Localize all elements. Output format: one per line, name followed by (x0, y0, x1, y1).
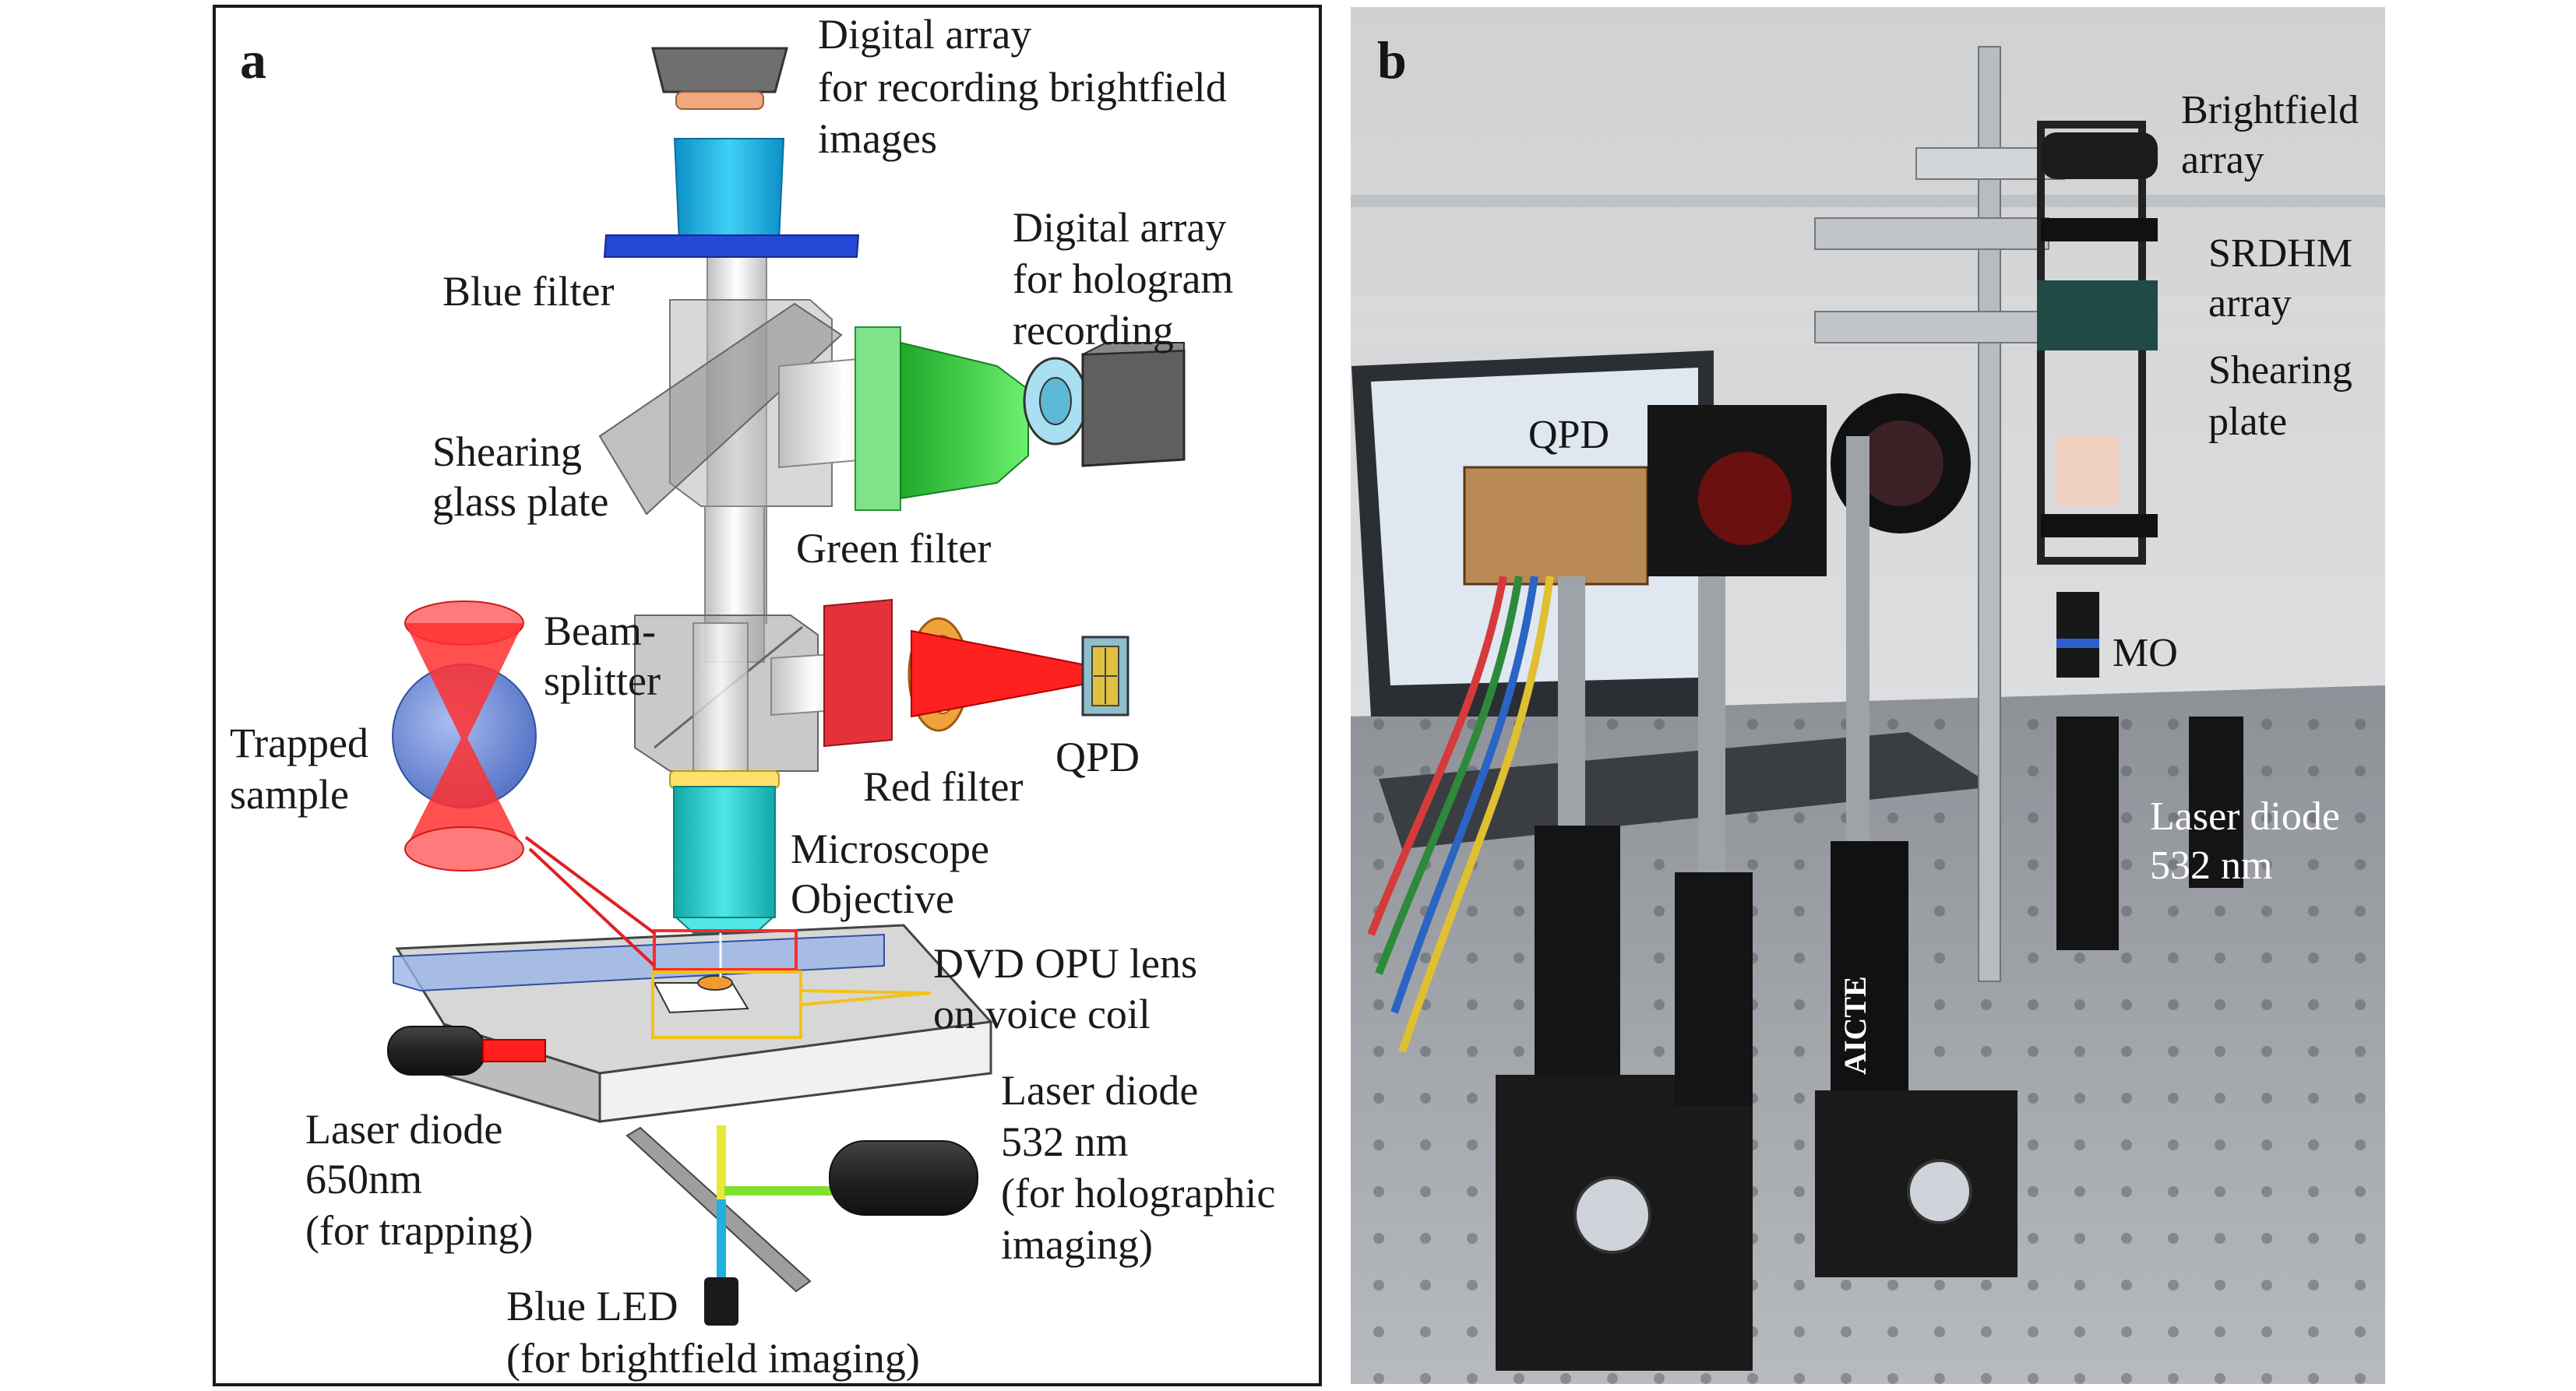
blue-filter-icon (603, 234, 860, 258)
label-b-mo: MO (2113, 631, 2178, 675)
label-dvd-lens: DVD OPU lens on voice coil (933, 940, 1208, 1037)
blue-led-icon (704, 1277, 738, 1326)
label-hologram-array: Digital array for hologram recording (1013, 204, 1244, 354)
label-objective: Microscope Objective (791, 826, 999, 922)
label-b-laser-diode: Laser diode 532 nm (2150, 794, 2350, 888)
tube-lens-icon (673, 138, 785, 242)
label-brightfield-array: Digital array for recording brightfield … (818, 11, 1237, 162)
label-qpd: QPD (1055, 734, 1140, 780)
hologram-camera-icon (1023, 342, 1186, 467)
beam-lower (692, 622, 749, 780)
qpd-board (1463, 466, 1649, 586)
panel-a: a (213, 5, 1322, 1386)
mo-objective (2056, 592, 2099, 678)
label-b-brightfield-array: Brightfield array (2181, 88, 2369, 182)
red-filter-icon (823, 598, 893, 748)
brightfield-camera-icon (651, 47, 788, 110)
laser-532-icon (829, 1140, 978, 1216)
label-laser-532: Laser diode 532 nm (for holographic imag… (1001, 1067, 1286, 1268)
label-red-filter: Red filter (863, 763, 1023, 810)
panel-a-letter: a (240, 30, 266, 90)
label-laser-650: Laser diode 650nm (for trapping) (305, 1106, 533, 1254)
yellow-beam (717, 1125, 726, 1199)
objective-icon (669, 770, 780, 934)
green-beam (724, 1186, 833, 1196)
label-trapped-sample: Trapped sample (230, 720, 379, 818)
post-holders (1496, 436, 2243, 1371)
cyan-beam (717, 1199, 726, 1277)
label-b-shearing-plate: Shearing plate (2208, 348, 2363, 444)
label-green-filter: Green filter (796, 525, 991, 572)
panel-b-frame (1349, 5, 2387, 1386)
qpd-icon (1081, 636, 1129, 717)
central-post (1978, 46, 2001, 982)
label-b-srdhm-array: SRDHM array (2208, 231, 2363, 326)
laser-650-icon (387, 1026, 546, 1076)
green-filter-icon (855, 326, 901, 511)
label-shearing-plate: Shearing glass plate (432, 428, 608, 525)
green-lens-icon (900, 341, 1029, 500)
label-blue-led: Blue LED (for brightfield imaging) (506, 1283, 920, 1382)
label-b-qpd: QPD (1528, 413, 1609, 457)
panel-b-letter: b (1377, 30, 1407, 90)
label-blue-filter: Blue filter (442, 268, 614, 315)
label-beam-splitter: Beam- splitter (544, 607, 666, 704)
post-marking: AICTE (1838, 976, 1873, 1075)
trapped-sample-icon (392, 600, 656, 967)
sample-stage-icon (393, 924, 994, 1124)
panel-b: AICTE b Brightfield array SRDHM array Sh… (1349, 5, 2387, 1386)
